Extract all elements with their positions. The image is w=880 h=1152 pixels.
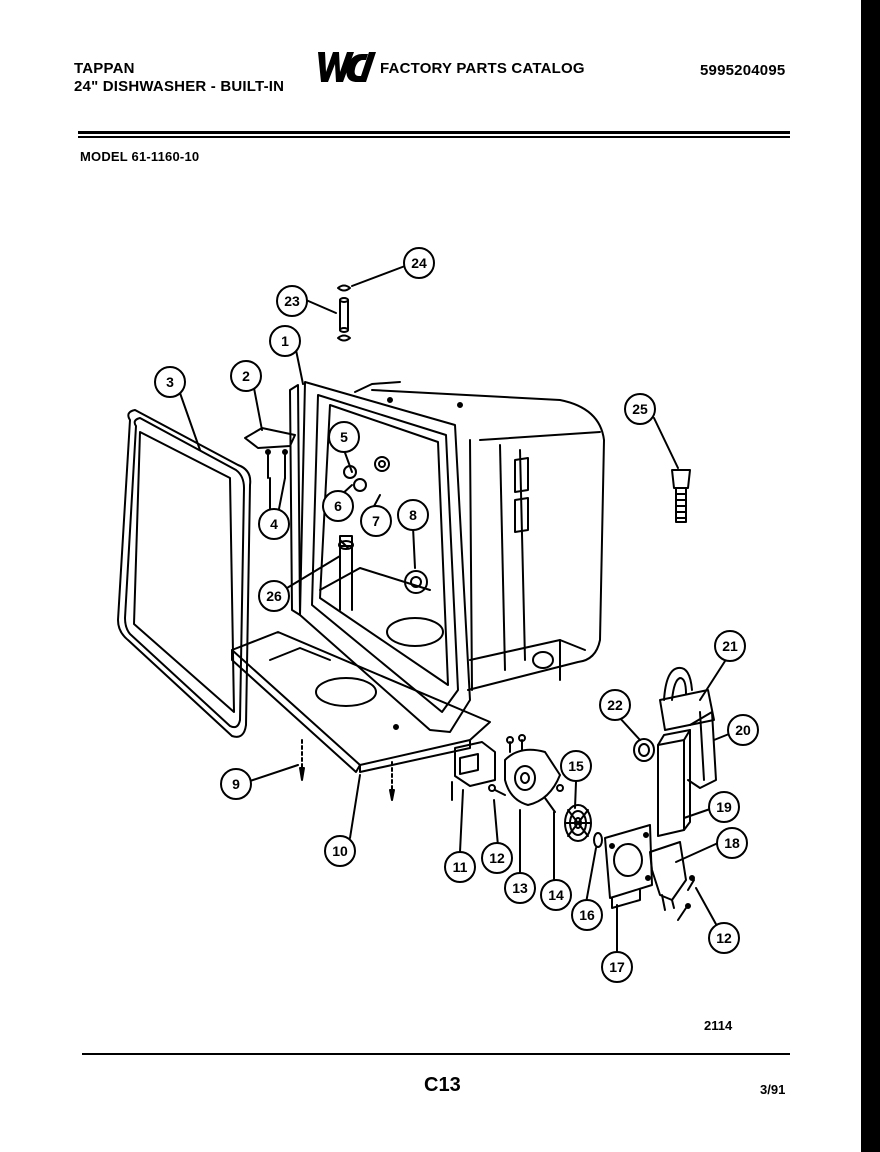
door-assembly bbox=[117, 409, 252, 738]
callout-18: 18 bbox=[724, 835, 740, 851]
callout-19: 19 bbox=[716, 799, 732, 815]
revision-date: 3/91 bbox=[760, 1082, 786, 1097]
callout-21: 21 bbox=[722, 638, 738, 654]
fan-wheel bbox=[564, 804, 592, 842]
header-rule-bottom bbox=[78, 136, 790, 138]
product-name: 24" DISHWASHER - BUILT-IN bbox=[74, 78, 285, 95]
detergent-dispenser-parts bbox=[657, 666, 717, 837]
brand-name: TAPPAN bbox=[74, 60, 135, 77]
callout-13: 13 bbox=[512, 880, 528, 896]
footer-rule bbox=[82, 1053, 790, 1055]
callout-1: 1 bbox=[281, 333, 289, 349]
callout-12-b: 12 bbox=[716, 930, 732, 946]
figure-number: 2114 bbox=[704, 1018, 733, 1033]
callout-24: 24 bbox=[411, 255, 427, 271]
callout-15: 15 bbox=[568, 758, 584, 774]
callout-26: 26 bbox=[266, 588, 282, 604]
page-edge-bar bbox=[861, 0, 880, 1152]
page-code: C13 bbox=[424, 1074, 461, 1096]
callout-12: 12 bbox=[489, 850, 505, 866]
callout-markers bbox=[154, 247, 759, 983]
tub-assembly bbox=[289, 381, 605, 733]
callout-5: 5 bbox=[340, 429, 348, 445]
base-tray bbox=[231, 631, 491, 773]
callout-16: 16 bbox=[579, 907, 595, 923]
callout-4: 4 bbox=[270, 516, 278, 532]
catalog-title: FACTORY PARTS CATALOG bbox=[380, 60, 585, 77]
callout-23: 23 bbox=[284, 293, 300, 309]
callout-8: 8 bbox=[409, 507, 417, 523]
callout-25: 25 bbox=[632, 401, 648, 417]
motor-bracket bbox=[604, 824, 653, 909]
callout-2: 2 bbox=[242, 368, 250, 384]
callout-7: 7 bbox=[372, 513, 380, 529]
callout-17: 17 bbox=[609, 959, 625, 975]
callout-6: 6 bbox=[334, 498, 342, 514]
callout-11: 11 bbox=[453, 859, 468, 875]
callout-9: 9 bbox=[232, 776, 240, 792]
catalog-number: 5995204095 bbox=[700, 62, 786, 79]
wci-logo bbox=[314, 50, 378, 89]
model-line: MODEL 61-1160-10 bbox=[80, 149, 200, 164]
callout-22: 22 bbox=[607, 697, 623, 713]
callout-10: 10 bbox=[332, 843, 348, 859]
header-rule-top bbox=[78, 131, 790, 134]
callout-20: 20 bbox=[735, 722, 751, 738]
motor-assembly bbox=[451, 734, 564, 813]
callout-14: 14 bbox=[548, 887, 564, 903]
callout-3: 3 bbox=[166, 374, 174, 390]
